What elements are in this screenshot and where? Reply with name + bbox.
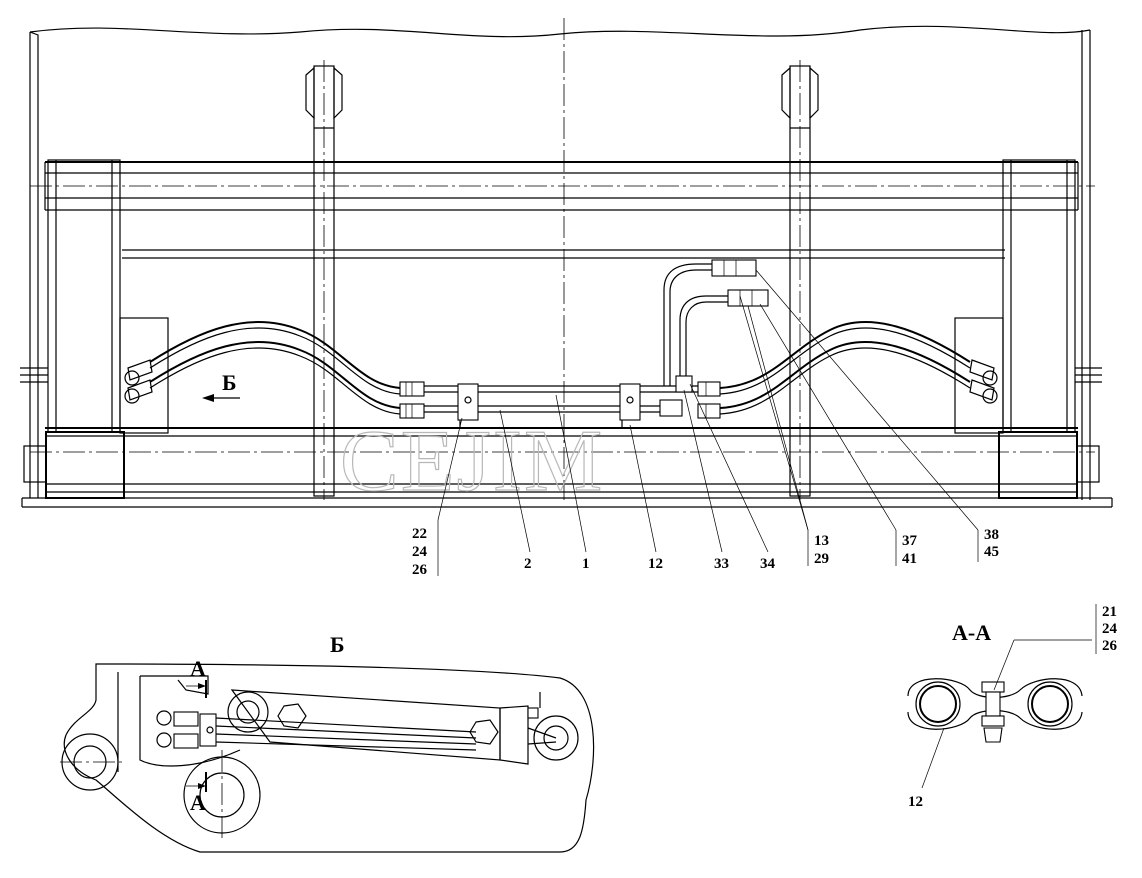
callout-13: 13 [814,533,829,549]
cross-beam [44,161,1079,259]
view-b: Б [60,632,595,853]
callout-22: 22 [412,526,427,542]
arrow-b-label: Б [222,370,237,395]
callout-26b: 26 [1102,638,1118,654]
main-view: Б CEJIM [20,18,1113,511]
section-aa-title: А-А [952,620,991,645]
watermark: CEJIM [340,413,604,510]
cut-a-top: А [190,656,206,681]
callout-1: 1 [582,556,590,572]
callout-38: 38 [984,527,999,543]
callout-12b: 12 [908,794,923,810]
break-line [29,25,1091,38]
callout-34: 34 [760,556,776,572]
right-hoses [719,321,998,415]
arm-outline [63,663,595,853]
callout-26: 26 [412,562,428,578]
callout-12: 12 [648,556,663,572]
right-bracket [954,159,1102,499]
cut-marks: А А [186,656,207,815]
fittings [399,259,769,419]
view-arrow-b: Б [202,370,240,402]
callout-37: 37 [902,533,918,549]
callout-33: 33 [714,556,729,572]
callout-24: 24 [412,544,428,560]
callouts: 22 24 26 2 1 12 33 34 13 29 37 41 38 45 [412,269,999,578]
callout-2: 2 [524,556,532,572]
callout-29: 29 [814,551,829,567]
cut-a-bottom: А [190,790,206,815]
callout-21: 21 [1102,604,1117,620]
left-bracket [20,159,169,499]
callout-41: 41 [902,551,917,567]
view-b-title: Б [330,632,345,657]
callout-24b: 24 [1102,621,1118,637]
clamps [457,383,641,429]
callout-45: 45 [984,544,999,560]
section-aa: А-А 21 24 26 12 [907,604,1118,810]
lower-beam [45,427,1078,493]
bucket-frame [29,30,1091,500]
left-hoses [124,321,401,415]
